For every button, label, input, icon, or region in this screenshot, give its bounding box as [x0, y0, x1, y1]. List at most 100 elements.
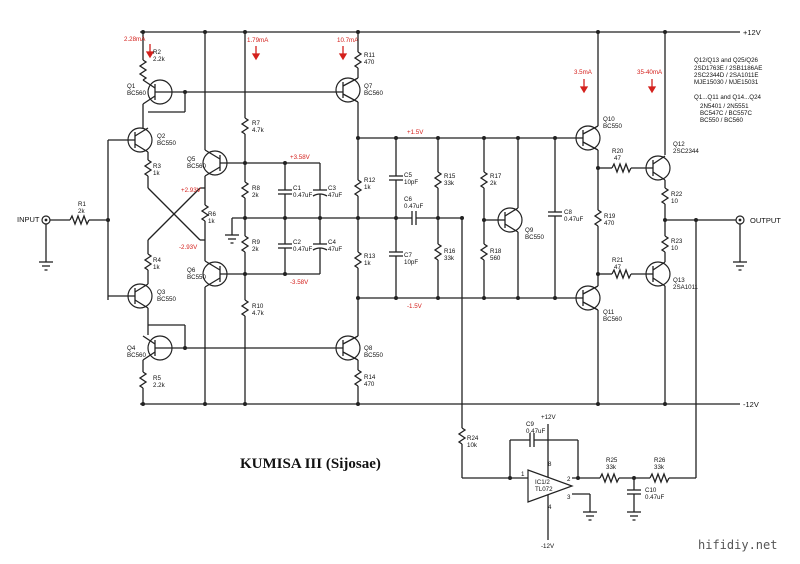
q8-ref: Q8 [364, 345, 373, 352]
r18-ref: R18 [490, 248, 502, 255]
r26-value: 33k [654, 464, 665, 471]
r2-value: 2.2k [153, 56, 166, 63]
r2-ref: R2 [153, 49, 161, 56]
r12-ref: R12 [364, 177, 376, 184]
r1-value: 2k [78, 208, 85, 215]
q8-part: BC550 [364, 352, 383, 359]
r19-value: 470 [604, 220, 615, 227]
r25-value: 33k [606, 464, 617, 471]
current-q12: 35-40mA [637, 69, 663, 76]
junctions [106, 30, 698, 480]
r7-value: 4.7k [252, 127, 265, 134]
opamp-pin-1: 1 [521, 471, 525, 478]
note-4: Q1...Q11 and Q14...Q24 [694, 94, 762, 101]
c10-value: 0.47uF [645, 494, 664, 501]
voltage-minus-1-5: -1.5V [407, 303, 423, 310]
r21-value: 47 [614, 264, 621, 271]
r17-ref: R17 [490, 173, 502, 180]
q13-part: 2SA1011 [673, 284, 699, 291]
c1-ref: C1 [293, 185, 301, 192]
q11-ref: Q11 [603, 309, 615, 316]
opamp-supply-pos: +12V [541, 414, 556, 421]
cross-coupling: R6 1k +2.93V -2.93V [147, 176, 216, 251]
q4-ref: Q4 [127, 345, 136, 352]
r19-ref: R19 [604, 213, 616, 220]
driver-stage: 3.5mA Q10 BC550 R19 470 Q11 BC560 R20 47… [574, 32, 648, 404]
r1-ref: R1 [78, 201, 86, 208]
r11-value: 470 [364, 59, 375, 66]
c1-value: 0.47uF [293, 192, 312, 199]
current-q10: 3.5mA [574, 69, 593, 76]
c10-ref: C10 [645, 487, 657, 494]
c9-ref: C9 [526, 421, 534, 428]
q7-part: BC560 [364, 90, 383, 97]
r16-ref: R16 [444, 248, 456, 255]
r23-value: 10 [671, 245, 678, 252]
q10-part: BC550 [603, 123, 622, 130]
watermark: hifidiy.net [698, 538, 777, 552]
q5-q6-stage: Q5 BC560 Q6 BC550 [187, 32, 245, 404]
note-1: 2SD1763E / 2SB1186AE [694, 65, 762, 72]
r6-value: 1k [208, 218, 215, 225]
part-notes: Q12/Q13 and Q25/Q26 2SD1763E / 2SB1186AE… [694, 57, 762, 124]
c7-ref: C7 [404, 252, 412, 259]
r4-value: 1k [153, 264, 160, 271]
q9-part: BC550 [525, 234, 544, 241]
c4-ref: C4 [328, 239, 336, 246]
output-label: OUTPUT [750, 216, 781, 225]
q2-part: BC550 [157, 140, 176, 147]
voltage-plus-3-58: +3.58V [290, 154, 311, 161]
q9-ref: Q9 [525, 227, 534, 234]
c8-ref: C8 [564, 209, 572, 216]
opamp-ref: IC1/2 [535, 479, 550, 486]
left-upper-stage: 2.28mA R2 2.2k Q1 BC560 Q2 BC550 R3 1k [107, 32, 185, 300]
r15-value: 33k [444, 180, 455, 187]
note-2: 2SC2344D / 2SA1011E [694, 72, 759, 79]
opamp-pin-4: 4 [548, 504, 552, 511]
voltage-minus-2-93: -2.93V [179, 244, 198, 251]
q7-ref: Q7 [364, 83, 373, 90]
c2-value: 0.47uF [293, 246, 312, 253]
q5-ref: Q5 [187, 156, 196, 163]
voltage-plus-2-93: +2.93V [181, 187, 202, 194]
q11-part: BC560 [603, 316, 622, 323]
r13-ref: R13 [364, 253, 376, 260]
r10-ref: R10 [252, 303, 264, 310]
c6-value: 0.47uF [404, 203, 423, 210]
r24-ref: R24 [467, 435, 479, 442]
rail-negative: -12V [140, 400, 759, 409]
input-terminal: INPUT R1 2k [17, 201, 108, 271]
r10-value: 4.7k [252, 310, 265, 317]
r3-value: 1k [153, 170, 160, 177]
c7-value: 10pF [404, 259, 418, 266]
q1-ref: Q1 [127, 83, 136, 90]
r23-ref: R23 [671, 238, 683, 245]
q2-ref: Q2 [157, 133, 166, 140]
opamp-supply-neg: -12V [541, 543, 555, 550]
voltage-minus-3-58: -3.58V [290, 279, 309, 286]
c5-value: 10pF [404, 179, 418, 186]
opamp-part: TL072 [535, 486, 553, 493]
input-label: INPUT [17, 215, 40, 224]
q7-q8-stage: 10.7mA R11 470 Q7 BC560 R12 1k R13 1k Q8… [185, 32, 383, 404]
c3-ref: C3 [328, 185, 336, 192]
r25-ref: R25 [606, 457, 618, 464]
current-q7: 10.7mA [337, 37, 359, 44]
r5-ref: R5 [153, 375, 161, 382]
q5-part: BC560 [187, 163, 206, 170]
note-6: BC547C / BC557C [700, 110, 752, 117]
note-7: BC550 / BC560 [700, 117, 744, 124]
r26-ref: R26 [654, 457, 666, 464]
r8-ref: R8 [252, 185, 260, 192]
q6-ref: Q6 [187, 267, 196, 274]
r17-value: 2k [490, 180, 497, 187]
opamp-pin-2: 2 [567, 476, 571, 483]
note-3: MJE15030 / MJE15031 [694, 79, 759, 86]
r7-ref: R7 [252, 120, 260, 127]
r6-ref: R6 [208, 211, 216, 218]
output-stage: 35-40mA Q12 2SC2344 R22 10 R23 10 Q13 2S… [637, 32, 781, 404]
q3-ref: Q3 [157, 289, 166, 296]
current-q1: 2.28mA [124, 36, 146, 43]
r22-value: 10 [671, 198, 678, 205]
